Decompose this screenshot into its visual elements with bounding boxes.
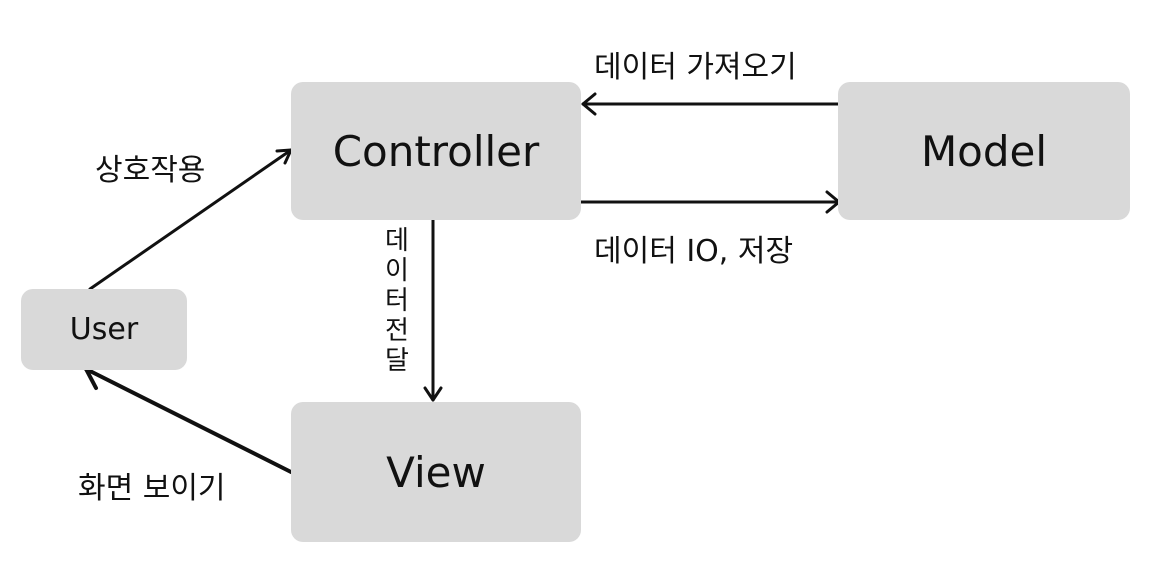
user-label: User [69,312,139,347]
arrow-controller-to-view [423,218,443,402]
arrow-controller-to-model [579,190,841,214]
edge-label-data-io: 데이터 IO, 저장 [594,234,794,269]
model-label: Model [920,126,1048,176]
model-node: Model [838,82,1130,220]
edge-label-interaction: 상호작용 [95,153,206,188]
view-node: View [291,402,581,542]
controller-node: Controller [291,82,581,220]
arrow-model-to-controller [581,92,840,116]
view-label: View [386,447,486,497]
user-node: User [21,289,187,370]
edge-label-fetch-data: 데이터 가져오기 [594,50,797,85]
edge-label-show-screen: 화면 보이기 [78,471,226,506]
arrow-view-to-user [84,364,293,474]
edge-label-data-transfer: 데이터전달 [385,226,409,376]
controller-label: Controller [332,126,540,176]
